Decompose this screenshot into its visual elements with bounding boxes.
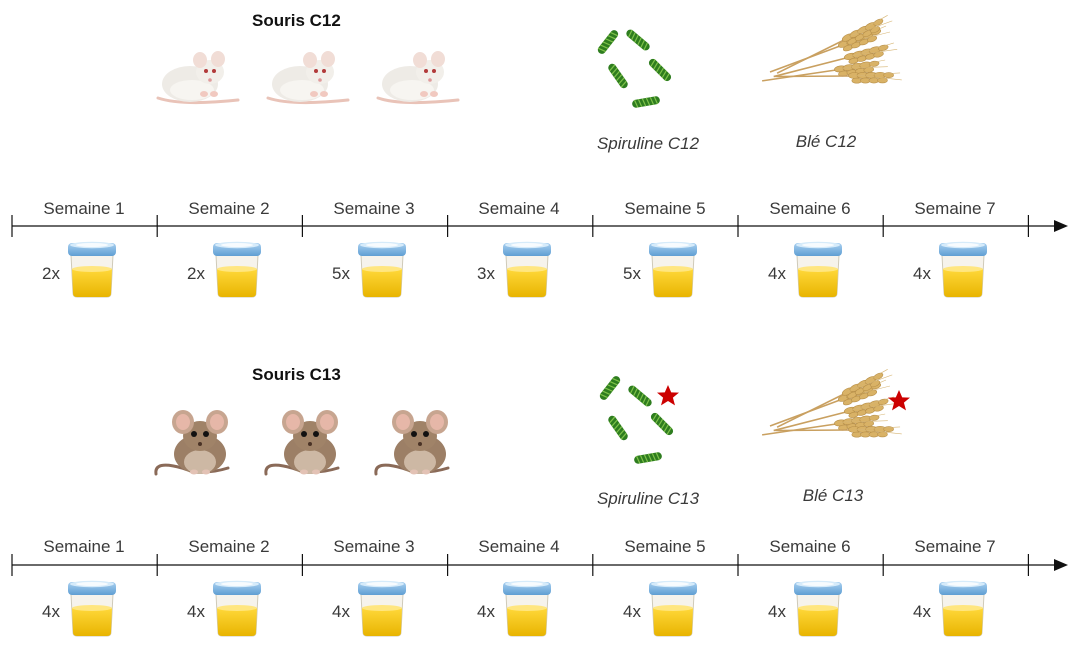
urine-sample-cup-icon xyxy=(502,241,552,298)
sample-count: 2x xyxy=(187,264,205,283)
urine-sample-cup-icon xyxy=(793,241,843,298)
urine-sample-cup-icon xyxy=(212,241,262,298)
sample-count: 4x xyxy=(42,602,60,621)
urine-sample-cup-icon xyxy=(357,580,407,637)
urine-sample-cup-icon xyxy=(648,580,698,637)
week-label: Semaine 3 xyxy=(333,537,414,556)
urine-sample-cup-icon xyxy=(648,241,698,298)
red-star-icon xyxy=(888,390,910,411)
sample-count: 4x xyxy=(768,602,786,621)
week-label: Semaine 5 xyxy=(624,199,705,218)
week-labels: Semaine 1 Semaine 2 Semaine 3 Semaine 4 … xyxy=(43,199,995,218)
food-label: Blé C12 xyxy=(796,132,857,151)
food-label: Blé C13 xyxy=(803,486,864,505)
week-label: Semaine 1 xyxy=(43,199,124,218)
sample-count: 2x xyxy=(42,264,60,283)
urine-sample-cup-icon xyxy=(793,580,843,637)
week-label: Semaine 3 xyxy=(333,199,414,218)
timeline-ticks xyxy=(11,554,1030,576)
wheat-icon xyxy=(761,14,905,119)
white-lab-mouse-icon xyxy=(156,49,460,105)
week-label: Semaine 4 xyxy=(478,537,559,556)
section-title: Souris C13 xyxy=(252,365,341,384)
sample-count: 4x xyxy=(913,264,931,283)
section-title: Souris C12 xyxy=(252,11,341,30)
spirulina-icon xyxy=(595,27,674,109)
sample-count: 4x xyxy=(768,264,786,283)
week-label: Semaine 7 xyxy=(914,199,995,218)
week-label: Semaine 5 xyxy=(624,537,705,556)
sample-count: 4x xyxy=(477,602,495,621)
urine-sample-cup-icon xyxy=(502,580,552,637)
week-label: Semaine 6 xyxy=(769,199,850,218)
arrow-head-icon xyxy=(1054,220,1068,232)
week-label: Semaine 2 xyxy=(188,537,269,556)
urine-sample-cup-icon xyxy=(67,580,117,637)
section-c12: Souris C12 Spiruline C12 B xyxy=(11,11,1068,298)
urine-sample-cup-icon xyxy=(67,241,117,298)
spirulina-icon xyxy=(597,373,676,465)
food-label: Spiruline C12 xyxy=(597,134,700,153)
red-star-icon xyxy=(657,385,679,406)
sample-count: 5x xyxy=(623,264,641,283)
week-label: Semaine 1 xyxy=(43,537,124,556)
sample-row: 2x 2x 5x 3x 5x 4x 4x xyxy=(42,241,988,298)
week-label: Semaine 6 xyxy=(769,537,850,556)
week-label: Semaine 7 xyxy=(914,537,995,556)
urine-sample-cup-icon xyxy=(212,580,262,637)
arrow-head-icon xyxy=(1054,559,1068,571)
brown-house-mouse-icon xyxy=(154,408,450,476)
sample-count: 3x xyxy=(477,264,495,283)
wheat-icon xyxy=(761,368,905,473)
week-label: Semaine 2 xyxy=(188,199,269,218)
urine-sample-cup-icon xyxy=(357,241,407,298)
food-label: Spiruline C13 xyxy=(597,489,700,508)
timeline: Semaine 1 Semaine 2 Semaine 3 Semaine 4 … xyxy=(11,199,1068,237)
sample-count: 4x xyxy=(623,602,641,621)
week-label: Semaine 4 xyxy=(478,199,559,218)
timeline-ticks xyxy=(11,215,1030,237)
sample-count: 5x xyxy=(332,264,350,283)
timeline: Semaine 1 Semaine 2 Semaine 3 Semaine 4 … xyxy=(11,537,1068,576)
sample-count: 4x xyxy=(332,602,350,621)
sample-row: 4x 4x 4x 4x 4x 4x 4x xyxy=(42,580,988,637)
sample-count: 4x xyxy=(187,602,205,621)
week-labels: Semaine 1 Semaine 2 Semaine 3 Semaine 4 … xyxy=(43,537,995,556)
section-c13: Souris C13 Spiruline C13 xyxy=(11,365,1068,637)
urine-sample-cup-icon xyxy=(938,580,988,637)
sample-count: 4x xyxy=(913,602,931,621)
urine-sample-cup-icon xyxy=(938,241,988,298)
